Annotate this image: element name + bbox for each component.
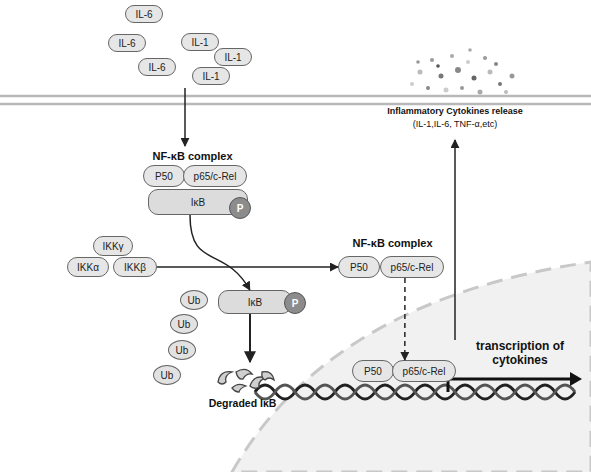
node-text: p65/c-Rel [403,366,446,377]
kinase-oval: IKKβ [113,257,157,277]
phosphate-circle: P [284,292,306,314]
inhibitor-bar: IκB [218,290,292,314]
subunit-oval: p65/c-Rel [392,360,456,382]
cytokine-oval: IL-6 [125,5,163,23]
node-text: p65/c-Rel [391,262,434,273]
subunit-oval: p65/c-Rel [380,256,444,278]
ubiquitin-oval: Ub [180,290,208,310]
dna-helix [255,385,575,399]
subunit-oval: P50 [352,360,394,382]
ubiquitin-oval: Ub [168,340,196,360]
kinase-oval: IKKγ [93,236,133,256]
cytokine-oval: IL-1 [214,48,252,66]
degraded-fragments [218,369,274,392]
subunit-oval: P50 [143,165,185,187]
node-text: IKKα [77,262,99,273]
subunit-oval: P50 [338,256,380,278]
text-label: transcription of cytokines [472,339,568,368]
node-text: P [292,298,299,309]
node-text: IL-1 [191,37,208,48]
node-text: Ub [161,370,174,381]
node-text: IKKβ [124,262,146,273]
pathway-arrow [190,215,250,290]
cell-membrane [0,103,591,106]
text-label: Inflammatory Cytokines release [385,106,525,117]
node-text: IKKγ [102,241,123,252]
pathway-arrow [404,278,406,360]
kinase-oval: IKKα [67,257,109,277]
cytokine-oval: IL-6 [108,34,146,52]
text-label: Degraded IκB [195,397,290,410]
node-text: P50 [350,262,368,273]
node-text: IL-1 [202,71,219,82]
release-arrow [454,140,456,340]
degradation-arrow [249,314,251,362]
cytokine-oval: IL-6 [138,58,176,76]
node-text: Ub [178,319,191,330]
node-text: IL-6 [148,62,165,73]
node-text: P [237,203,244,214]
pathway-arrow [157,266,338,268]
text-label: (IL-1,IL-6, TNF-α,etc) [385,119,525,130]
node-text: IκB [248,297,262,308]
subunit-oval: p65/c-Rel [183,165,247,187]
node-text: P50 [155,171,173,182]
node-text: IL-1 [224,52,241,63]
node-text: Ub [188,295,201,306]
node-text: P50 [364,366,382,377]
arrow-head [570,372,582,386]
phosphate-circle: P [229,197,251,219]
node-text: Ub [176,345,189,356]
signal-arrow [184,88,186,146]
transcription-arrow [448,379,572,392]
node-text: p65/c-Rel [194,171,237,182]
ubiquitin-oval: Ub [170,314,198,334]
text-label: NF-κB complex [335,237,450,250]
cytokine-dots [410,48,515,94]
cytokine-oval: IL-1 [181,33,219,51]
cell-membrane [0,95,591,98]
node-text: IL-6 [118,38,135,49]
node-text: IκB [191,197,205,208]
cytokine-oval: IL-1 [192,67,230,85]
text-label: NF-κB complex [135,150,250,163]
ubiquitin-oval: Ub [153,365,181,385]
node-text: IL-6 [135,9,152,20]
